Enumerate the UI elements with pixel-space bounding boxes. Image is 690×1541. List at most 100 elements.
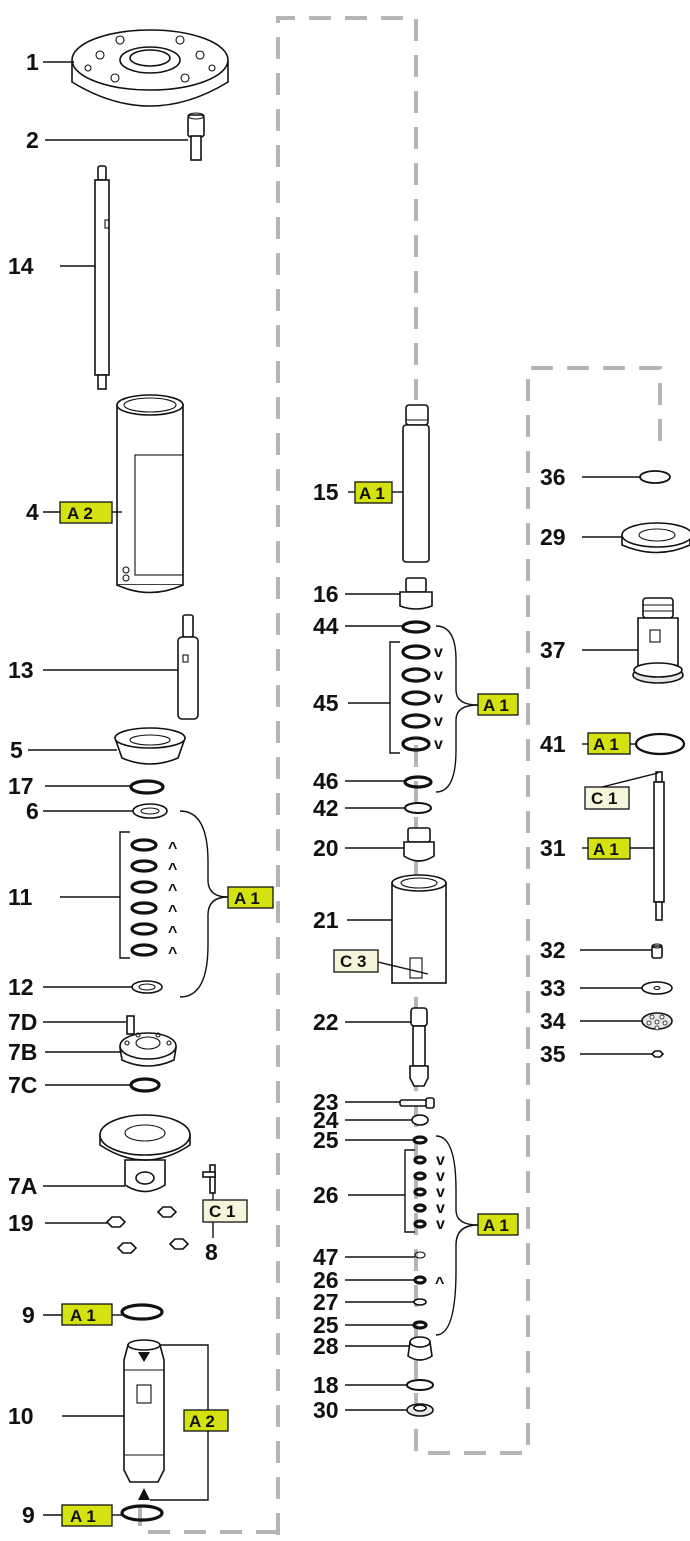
mark-down: v [436, 1168, 445, 1185]
reference-badges: A 2 A 1 C 1 A 1 A 2 A 1 A 1 A 1 C 3 A 1 … [59, 481, 631, 1527]
part-46-ring [403, 775, 433, 789]
part-47-ring [414, 1251, 426, 1259]
mark-down: v [434, 667, 443, 684]
direction-marks-up: ^ ^ ^ ^ ^ ^ ^ [168, 840, 444, 1292]
label-part-32: 32 [540, 937, 566, 963]
part-30-seat [406, 1403, 434, 1417]
mark-down: v [434, 736, 443, 753]
part-18-ring [406, 1379, 434, 1391]
badge-part-26: A 1 [477, 1213, 519, 1236]
mark-up: ^ [168, 840, 177, 857]
mark-down: v [434, 690, 443, 707]
label-part-10: 10 [8, 1403, 34, 1429]
label-part-28: 28 [313, 1333, 339, 1359]
part-9-ring-top [120, 1303, 164, 1321]
part-10-body [123, 1339, 165, 1500]
mark-down: v [436, 1184, 445, 1201]
label-part-5: 5 [10, 737, 23, 763]
part-35-nut [650, 1050, 665, 1058]
label-part-19: 19 [8, 1210, 34, 1236]
svg-text:A 1: A 1 [483, 696, 509, 715]
label-part-26: 26 [313, 1182, 339, 1208]
label-part-44: 44 [313, 613, 339, 639]
label-part-46: 46 [313, 768, 339, 794]
label-part-6: 6 [26, 798, 39, 824]
svg-text:A 1: A 1 [593, 735, 619, 754]
part-5-cap [113, 727, 187, 765]
leader-lines [28, 61, 659, 1516]
part-45-seal-stack [401, 644, 431, 752]
label-part-30: 30 [313, 1397, 339, 1423]
label-part-20: 20 [313, 835, 339, 861]
label-part-9-bottom: 9 [22, 1502, 35, 1528]
label-part-16: 16 [313, 581, 339, 607]
direction-marks-down: v v v v v v v v v v [434, 644, 445, 1233]
label-part-35: 35 [540, 1041, 566, 1067]
label-part-34: 34 [540, 1008, 566, 1034]
part-13-pin [177, 614, 199, 720]
badge-part-8: C 1 [202, 1199, 248, 1223]
svg-text:C 1: C 1 [591, 789, 617, 808]
svg-text:A 1: A 1 [593, 840, 619, 859]
dashed-frame-left [276, 16, 418, 1535]
part-27-washer [413, 1298, 427, 1306]
part-12-ring [131, 980, 163, 994]
label-part-11: 11 [8, 884, 33, 910]
dashed-frame-left-bottom [138, 1505, 278, 1534]
part-6-washer [132, 803, 168, 819]
part-7D-bolt [126, 1015, 135, 1035]
svg-text:A 1: A 1 [234, 889, 260, 908]
part-number-labels: 1 2 14 4 13 5 17 6 11 12 7D 7B 7C 7A 8 1… [8, 49, 566, 1528]
label-part-7D: 7D [8, 1009, 37, 1035]
part-44-ring [401, 620, 431, 634]
part-7C-ring [129, 1077, 161, 1093]
label-part-25-bottom: 25 [313, 1312, 339, 1338]
part-32-cap [651, 943, 663, 959]
part-33-disc [641, 981, 673, 995]
mark-down: v [436, 1152, 445, 1169]
badge-part-10: A 2 [183, 1409, 229, 1432]
label-part-47: 47 [313, 1244, 339, 1270]
part-2-screw [187, 112, 205, 161]
mark-up: ^ [435, 1275, 444, 1292]
label-part-13: 13 [8, 657, 34, 683]
label-part-33: 33 [540, 975, 566, 1001]
part-26-seal-stack [413, 1155, 427, 1229]
part-16-sleeve [399, 577, 433, 610]
label-part-22: 22 [313, 1009, 339, 1035]
part-4-cylinder [116, 394, 184, 594]
svg-text:A 2: A 2 [189, 1412, 215, 1431]
svg-text:A 1: A 1 [483, 1216, 509, 1235]
part-28-nut [407, 1336, 433, 1361]
svg-text:A 1: A 1 [70, 1306, 96, 1325]
part-9-ring-bottom [120, 1504, 164, 1522]
label-part-7A: 7A [8, 1173, 37, 1199]
part-25-ring-top [412, 1135, 428, 1145]
label-part-23: 23 [313, 1089, 339, 1115]
part-41-ring [634, 732, 686, 756]
label-part-9-top: 9 [22, 1302, 35, 1328]
mark-down: v [436, 1216, 445, 1233]
label-part-4: 4 [26, 499, 39, 525]
badge-part-15: A 1 [354, 481, 393, 504]
part-29-plate [621, 522, 690, 554]
mark-down: v [434, 713, 443, 730]
label-part-26-single: 26 [313, 1267, 339, 1293]
label-part-31: 31 [540, 835, 566, 861]
part-8-fitting [202, 1164, 216, 1194]
label-part-7B: 7B [8, 1039, 37, 1065]
badge-part-21: C 3 [333, 949, 379, 973]
svg-text:A 1: A 1 [359, 484, 385, 503]
badge-part-9-bottom: A 1 [61, 1504, 113, 1527]
part-22-piston-rod [409, 1007, 429, 1087]
part-20-adapter [403, 827, 435, 862]
label-part-17: 17 [8, 773, 34, 799]
part-24-nut [411, 1114, 429, 1126]
label-part-1: 1 [26, 49, 39, 75]
badge-part-9-top: A 1 [61, 1303, 113, 1326]
badge-part-11: A 1 [227, 886, 274, 909]
part-17-ring [129, 779, 165, 795]
part-42-ring [404, 802, 432, 814]
mark-down: v [434, 644, 443, 661]
part-7B-flange [119, 1032, 177, 1067]
